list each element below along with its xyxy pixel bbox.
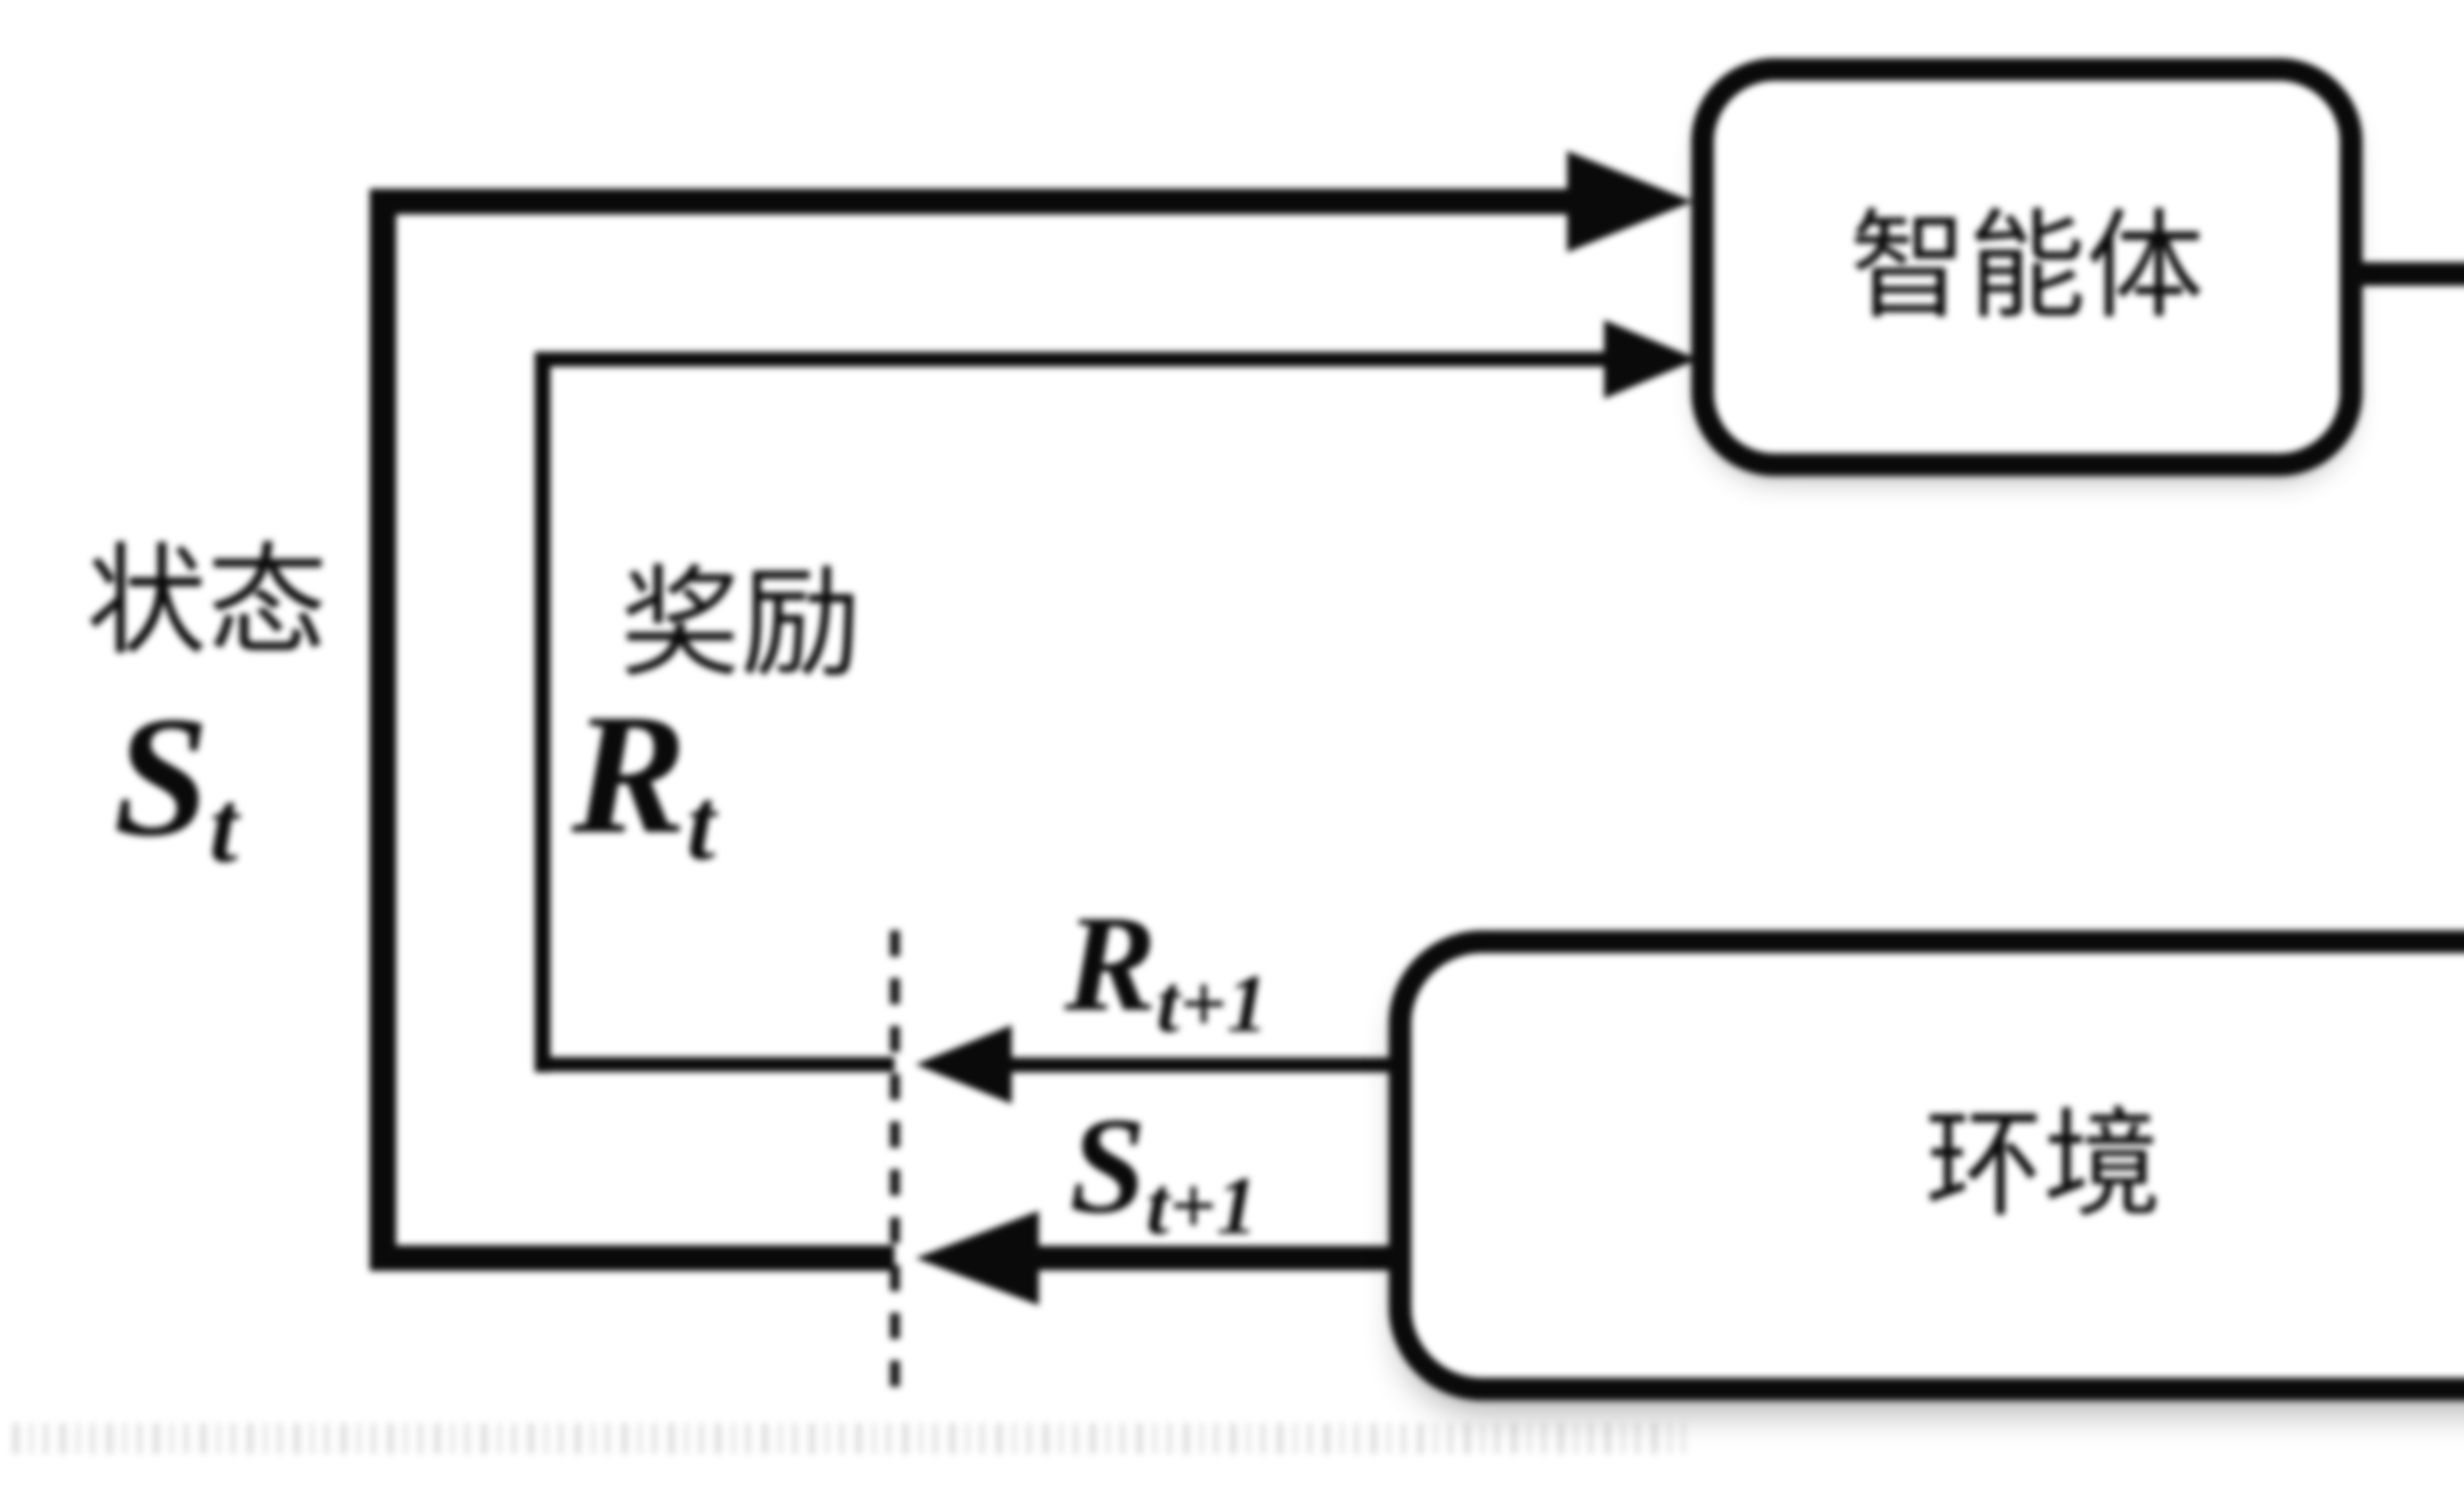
state-arrowhead-into-agent bbox=[1567, 151, 1693, 252]
reward-line-top bbox=[535, 352, 1609, 367]
state-symbol-letter: S bbox=[113, 681, 209, 872]
reward-line-bottom bbox=[535, 1057, 894, 1072]
next-reward-arrowhead bbox=[916, 1025, 1012, 1104]
action-line-top bbox=[2351, 262, 2464, 286]
reward-symbol-subscript: t bbox=[686, 767, 716, 882]
next-reward-subscript: t+1 bbox=[1156, 957, 1268, 1050]
state-line-bottom bbox=[370, 1245, 894, 1271]
next-reward-letter: R bbox=[1064, 887, 1157, 1040]
environment-label: 环境 bbox=[1924, 1100, 2161, 1231]
reward-line-left-vertical bbox=[535, 352, 550, 1072]
time-step-dashed-line bbox=[890, 930, 900, 1389]
next-state-line bbox=[1030, 1246, 1395, 1270]
state-line-top bbox=[370, 189, 1582, 214]
next-state-letter: S bbox=[1069, 1089, 1146, 1242]
reward-arrowhead-into-agent bbox=[1604, 320, 1698, 399]
state-symbol: St bbox=[113, 690, 238, 879]
state-line-left-vertical bbox=[370, 189, 396, 1271]
next-reward-symbol: Rt+1 bbox=[1064, 894, 1268, 1045]
reward-symbol-letter: R bbox=[572, 678, 687, 869]
state-caption: 状态 bbox=[86, 536, 328, 669]
environment-box: 环境 bbox=[1389, 930, 2464, 1401]
next-state-symbol: St+1 bbox=[1069, 1096, 1258, 1247]
agent-box: 智能体 bbox=[1691, 58, 2362, 476]
reward-symbol: Rt bbox=[572, 687, 716, 876]
next-state-arrowhead bbox=[916, 1211, 1039, 1305]
cutoff-caption-fragment bbox=[12, 1423, 1685, 1454]
reward-caption: 奖励 bbox=[620, 558, 861, 691]
next-state-subscript: t+1 bbox=[1146, 1160, 1258, 1252]
next-reward-line bbox=[1009, 1058, 1395, 1072]
agent-label: 智能体 bbox=[1849, 202, 2204, 333]
state-symbol-subscript: t bbox=[209, 769, 239, 884]
